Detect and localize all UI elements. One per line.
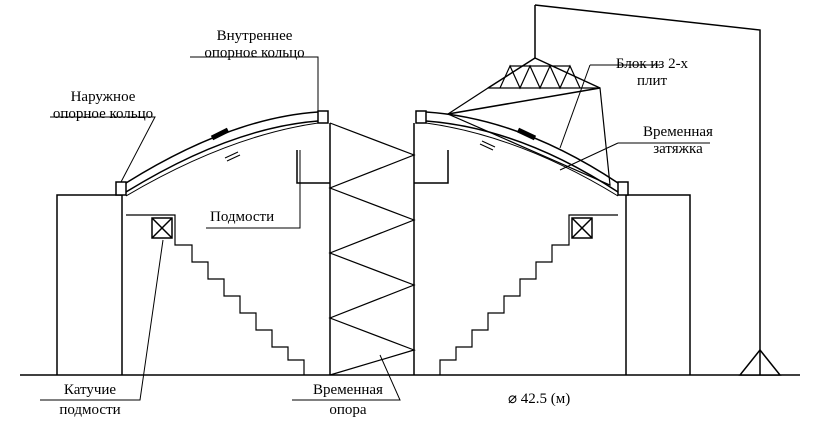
label-block-line2: плит	[636, 73, 668, 89]
label-temp-tie: Временная затяжка	[628, 124, 728, 158]
leader-lines	[40, 56, 710, 401]
label-diameter: ⌀ 42.5 (м)	[508, 391, 571, 407]
label-inner-ring-line2: опорное кольцо	[204, 45, 305, 61]
right-scaffold-bracket	[414, 150, 449, 184]
right-outer-ring	[617, 181, 629, 196]
label-temp-support: Временная опора	[293, 382, 403, 419]
label-temp-support-line1: Временная	[313, 382, 383, 398]
label-temp-support-line2: опора	[329, 402, 367, 418]
left-outer-wall	[56, 194, 123, 375]
label-inner-ring-line1: Внутреннее	[216, 28, 293, 44]
right-rolling-scaffold	[439, 214, 618, 375]
crane	[534, 4, 782, 376]
label-block-line1: Блок из 2-х	[615, 56, 689, 72]
left-inner-ring	[317, 110, 329, 124]
left-rolling-scaffold	[126, 214, 305, 375]
temporary-support	[328, 122, 416, 376]
left-roof-arc	[125, 111, 319, 197]
label-inner-ring: Внутреннее опорное кольцо	[187, 28, 322, 62]
label-temp-tie-line2: затяжка	[653, 141, 703, 157]
right-roof-arc	[425, 111, 619, 197]
label-rolling-scaffold: Катучие подмости	[40, 382, 140, 419]
label-outer-ring: Наружное опорное кольцо	[38, 89, 168, 123]
label-outer-ring-line2: опорное кольцо	[52, 106, 154, 122]
label-block: Блок из 2-х плит	[597, 56, 707, 90]
right-outer-wall	[625, 194, 691, 375]
label-rolling-scaffold-line2: подмости	[59, 402, 121, 418]
label-temp-tie-line1: Временная	[643, 124, 713, 140]
label-outer-ring-line1: Наружное	[70, 89, 136, 105]
label-rolling-scaffold-line1: Катучие	[63, 382, 117, 398]
label-scaffold: Подмости	[210, 209, 275, 225]
left-scaffold-bracket	[296, 150, 330, 184]
lifting-block-truss	[446, 5, 611, 186]
left-outer-ring	[115, 181, 127, 196]
right-inner-ring	[415, 110, 427, 124]
